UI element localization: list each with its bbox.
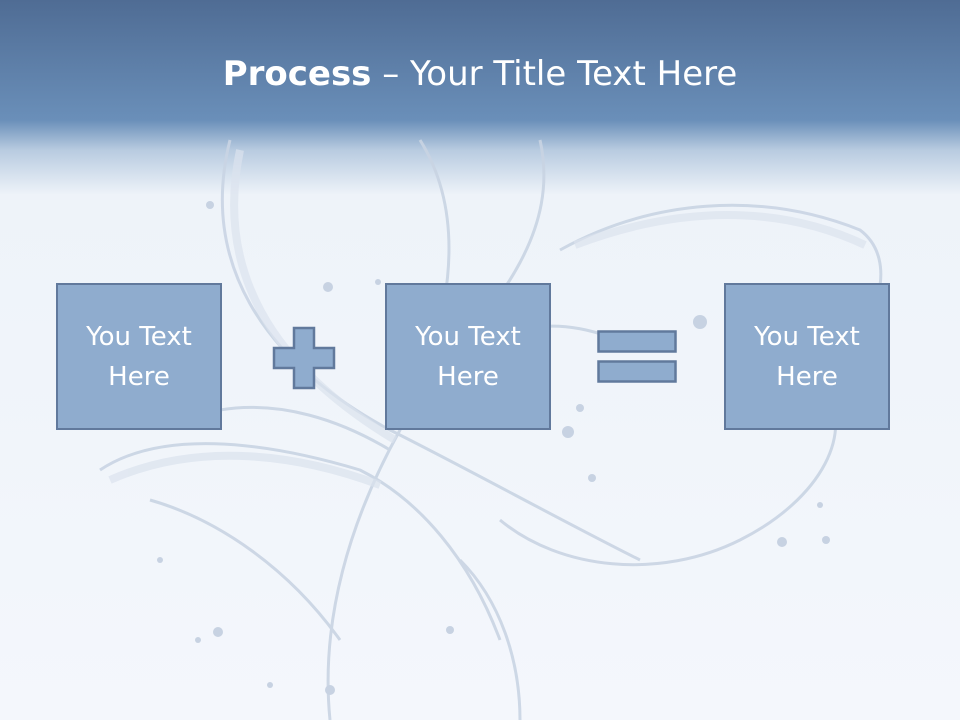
title-rest: – Your Title Text Here <box>371 54 738 94</box>
process-box-3: You Text Here <box>724 283 890 430</box>
process-box-1: You Text Here <box>56 283 222 430</box>
process-box-3-line1: You Text <box>754 321 860 352</box>
title-strong: Process <box>222 54 372 94</box>
equals-icon <box>597 330 677 383</box>
process-box-1-line1: You Text <box>86 321 192 352</box>
plus-icon <box>272 326 336 390</box>
process-box-1-line2: Here <box>108 361 170 392</box>
process-box-3-line2: Here <box>776 361 838 392</box>
slide-title: Process – Your Title Text Here <box>0 52 960 96</box>
process-box-2-line2: Here <box>437 361 499 392</box>
process-box-2-line1: You Text <box>415 321 521 352</box>
process-box-2: You Text Here <box>385 283 551 430</box>
